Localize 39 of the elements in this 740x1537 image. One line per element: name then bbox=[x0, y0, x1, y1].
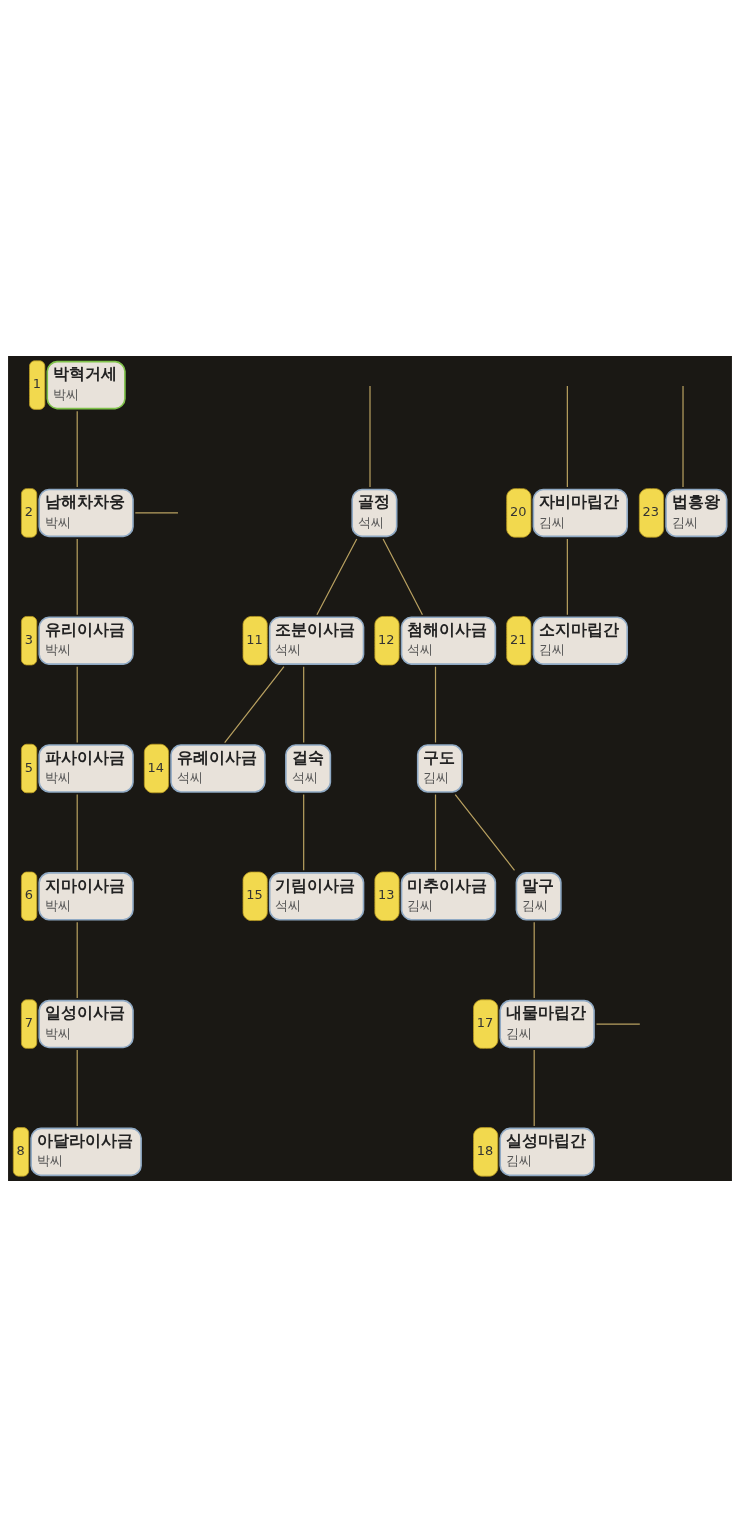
connector bbox=[533, 921, 535, 999]
node-label: 5 bbox=[24, 759, 33, 775]
connector bbox=[76, 538, 78, 616]
connector bbox=[566, 538, 568, 616]
connector bbox=[454, 793, 516, 871]
connector bbox=[316, 538, 358, 616]
node-label: 23 bbox=[642, 503, 660, 519]
connector bbox=[303, 666, 305, 744]
connector bbox=[595, 1023, 641, 1025]
node-label: 20 bbox=[509, 503, 527, 519]
connector bbox=[224, 666, 285, 744]
node-label: 8 bbox=[16, 1142, 25, 1158]
connector bbox=[434, 666, 437, 744]
node-label: 13 bbox=[378, 887, 395, 903]
connector bbox=[303, 793, 305, 871]
connector bbox=[76, 1049, 78, 1127]
connector bbox=[533, 1049, 535, 1127]
node-label: 14 bbox=[147, 759, 165, 775]
node-label: 1 bbox=[32, 376, 41, 392]
node-label: 7 bbox=[24, 1015, 33, 1031]
node-label: 6 bbox=[24, 887, 33, 903]
node-label: 11 bbox=[246, 631, 263, 647]
node-label: 12 bbox=[378, 631, 395, 647]
connector bbox=[566, 385, 568, 488]
node-label: 21 bbox=[509, 631, 527, 647]
connector bbox=[76, 666, 78, 744]
node-label: 2 bbox=[24, 503, 33, 519]
connector bbox=[434, 793, 437, 871]
connector bbox=[682, 385, 684, 488]
node-label: 17 bbox=[476, 1015, 494, 1031]
connector bbox=[76, 921, 78, 999]
connector bbox=[134, 512, 179, 514]
node-label: 15 bbox=[246, 887, 263, 903]
connector bbox=[369, 385, 371, 488]
node-label: 18 bbox=[476, 1142, 494, 1158]
node-label: 3 bbox=[24, 631, 33, 647]
connector bbox=[76, 793, 78, 871]
connector bbox=[382, 538, 424, 616]
connector bbox=[76, 410, 78, 488]
